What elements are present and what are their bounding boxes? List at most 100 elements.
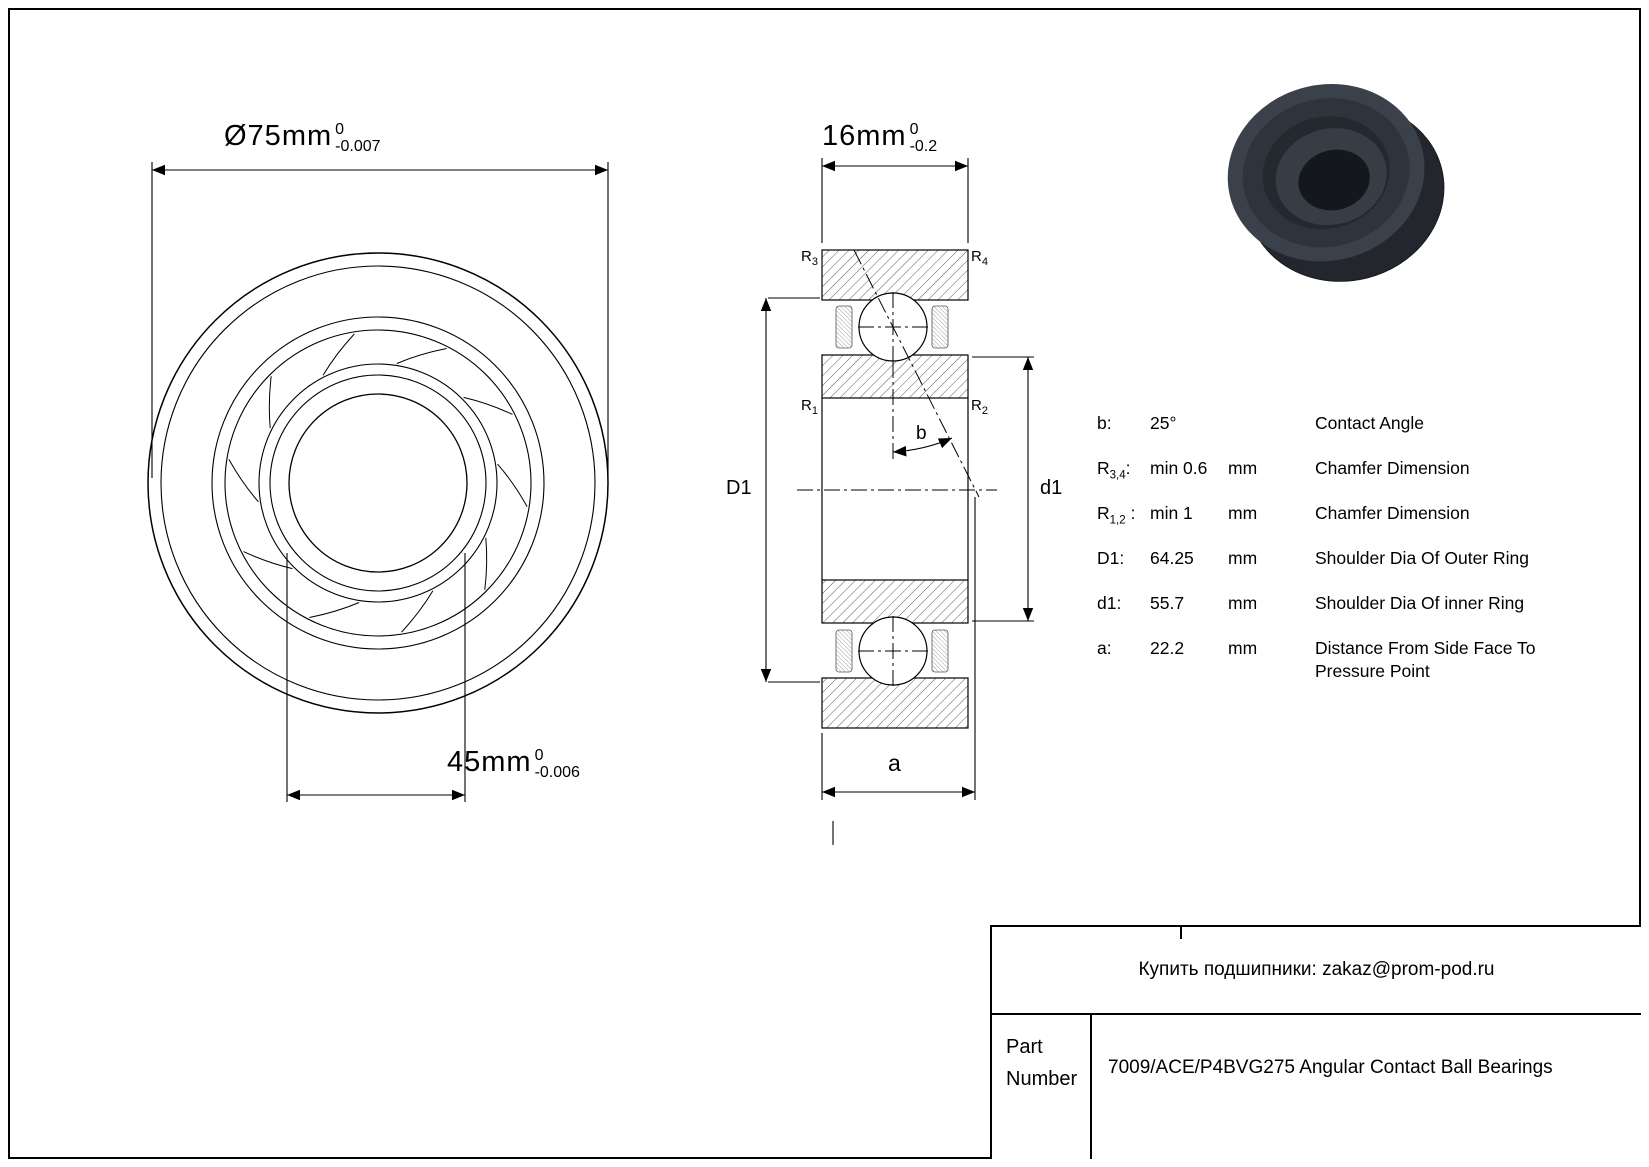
spec-value: min 0.6 xyxy=(1150,458,1208,478)
r3-base: R xyxy=(801,248,812,265)
spec-param: b: xyxy=(1097,412,1150,438)
cage-arc xyxy=(497,463,528,507)
inner-raceway-circle xyxy=(258,363,498,603)
outer-ring-shoulder-circle xyxy=(211,316,545,650)
spec-desc: Chamfer Dimension xyxy=(1315,503,1470,523)
bore-diameter-tolerance: 0 -0.006 xyxy=(534,747,580,782)
cage-bottom-left xyxy=(835,629,853,673)
spec-desc: Chamfer Dimension xyxy=(1315,458,1470,478)
inner-ring-bottom-section xyxy=(821,579,969,624)
bore-diameter-value: 45mm xyxy=(447,746,532,778)
spec-value: 64.25 xyxy=(1150,548,1194,568)
chamfer-label-r3: R3 xyxy=(786,248,818,268)
contact-angle-line xyxy=(853,249,980,498)
param-colon: : xyxy=(1119,548,1125,568)
cage-arc xyxy=(322,333,355,376)
cage-arc xyxy=(268,376,272,429)
spec-row-contact-angle: b: 25° Contact Angle xyxy=(1097,412,1575,457)
r2-sub: 2 xyxy=(981,405,988,417)
param-base: b xyxy=(1097,413,1107,433)
bore-diameter-dimension: 45mm 0 -0.006 xyxy=(447,746,580,782)
title-block-tick xyxy=(1180,927,1182,939)
spec-value: 55.7 xyxy=(1150,593,1185,613)
part-number-cell: 7009/ACE/P4BVG275 Angular Contact Ball B… xyxy=(1092,1015,1641,1159)
tolerance-upper: 0 xyxy=(335,121,345,138)
tolerance-upper: 0 xyxy=(534,747,544,764)
spec-unit: mm xyxy=(1228,638,1258,658)
front-view-dimension-lines xyxy=(151,162,609,802)
part-label-line1: Part xyxy=(1006,1036,1043,1058)
cage-arc xyxy=(309,602,360,618)
contact-angle-label-b: b xyxy=(916,423,927,444)
r4-base: R xyxy=(971,248,982,265)
b-angle-arc xyxy=(892,437,953,457)
spec-row-chamfer-34: R3,4: min 0.6 mm Chamfer Dimension xyxy=(1097,457,1575,502)
param-colon: : xyxy=(1116,593,1122,613)
bearing-3d-bore xyxy=(1298,149,1370,211)
spec-param: D1: xyxy=(1097,547,1150,573)
param-base: D1 xyxy=(1097,548,1120,568)
tolerance-lower: -0.006 xyxy=(534,763,580,781)
spec-table: b: 25° Contact Angle R3,4: min 0.6 mm Ch… xyxy=(1097,412,1575,683)
title-block-bottom-row: Part Number 7009/ACE/P4BVG275 Angular Co… xyxy=(992,1015,1641,1159)
param-sub: 1,2 xyxy=(1109,514,1126,527)
param-base: R xyxy=(1097,458,1110,478)
outer-diameter-dimension: Ø75mm 0 -0.007 xyxy=(224,120,381,156)
cage-arc xyxy=(401,590,434,633)
width-dimension: 16mm 0 -0.2 xyxy=(822,121,938,156)
spec-unit: mm xyxy=(1228,548,1258,568)
cage-arc xyxy=(484,537,488,590)
spec-row-chamfer-12: R1,2 : min 1 mm Chamfer Dimension xyxy=(1097,502,1575,547)
section-dimension-lines xyxy=(760,158,1034,845)
width-tolerance: 0 -0.2 xyxy=(909,121,938,156)
spec-desc: Shoulder Dia Of inner Ring xyxy=(1315,593,1525,613)
title-block: Купить подшипники: zakaz@prom-pod.ru Par… xyxy=(990,925,1641,1159)
front-view xyxy=(147,252,609,714)
cage-pocket-arcs xyxy=(228,333,528,633)
param-base: R xyxy=(1097,503,1110,523)
param-base: a xyxy=(1097,638,1107,658)
tolerance-upper: 0 xyxy=(909,121,919,138)
param-sub: 3,4 xyxy=(1109,469,1126,482)
bearing-3d-image xyxy=(1227,84,1445,282)
spec-value: 25° xyxy=(1150,413,1177,433)
cage-arc xyxy=(228,459,259,503)
bore-circle xyxy=(288,393,468,573)
spec-value: min 1 xyxy=(1150,503,1193,523)
param-base: d1 xyxy=(1097,593,1117,613)
inner-ring-top-section xyxy=(821,354,969,399)
section-view xyxy=(821,249,969,729)
cage-arc xyxy=(243,551,293,570)
spec-desc: Shoulder Dia Of Outer Ring xyxy=(1315,548,1529,568)
spec-param: R1,2 : xyxy=(1097,502,1150,528)
inner-shoulder-label-d1: d1 xyxy=(1040,477,1063,499)
part-number-text: 7009/ACE/P4BVG275 Angular Contact Ball B… xyxy=(1108,1057,1553,1078)
outer-diameter-value: Ø75mm xyxy=(224,120,333,152)
cage-top-right xyxy=(931,305,949,349)
chamfer-label-r2: R2 xyxy=(971,397,988,417)
cage-arc xyxy=(396,348,447,364)
spec-param: a: xyxy=(1097,637,1150,663)
spec-param: R3,4: xyxy=(1097,457,1150,483)
param-colon: : xyxy=(1106,638,1112,658)
chamfer-label-r4: R4 xyxy=(971,248,988,268)
spec-unit: mm xyxy=(1228,458,1258,478)
inner-ring-shoulder-circle xyxy=(269,374,487,592)
spec-desc: Distance From Side Face To Pressure Poin… xyxy=(1315,638,1536,681)
pressure-distance-label-a: a xyxy=(888,750,901,776)
tolerance-lower: -0.2 xyxy=(909,137,938,155)
part-label-line2: Number xyxy=(1006,1068,1078,1090)
tolerance-lower: -0.007 xyxy=(335,137,381,155)
r1-sub: 1 xyxy=(811,405,818,417)
cage-top-left xyxy=(835,305,853,349)
spec-param: d1: xyxy=(1097,592,1150,618)
param-colon: : xyxy=(1106,413,1112,433)
title-block-contact-cell: Купить подшипники: zakaz@prom-pod.ru xyxy=(992,927,1641,1015)
spec-row-outer-shoulder: D1: 64.25 mm Shoulder Dia Of Outer Ring xyxy=(1097,547,1575,592)
chamfer-label-r1: R1 xyxy=(786,397,818,417)
r1-base: R xyxy=(801,397,812,414)
outer-ring-chamfer-circle xyxy=(160,265,596,701)
r4-sub: 4 xyxy=(981,256,988,268)
cage-bottom-right xyxy=(931,629,949,673)
outer-raceway-circle xyxy=(224,329,532,637)
